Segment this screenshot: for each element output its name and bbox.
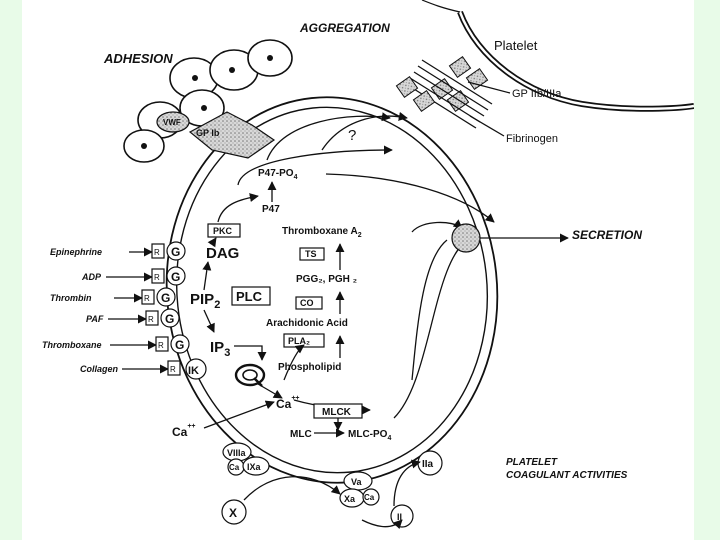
arrow-ca-activates-pla2 <box>283 344 305 381</box>
adhesion-heading: ADHESION <box>103 51 173 66</box>
p47po4-label: P47-PO4 <box>258 168 298 181</box>
svg-text:VIIIa: VIIIa <box>227 448 247 458</box>
ca-extracellular-label: Ca++ <box>172 423 196 439</box>
co-box <box>295 296 323 310</box>
factor-x <box>221 499 247 525</box>
agonist-paf: PAF R G <box>86 308 180 328</box>
svg-text:G: G <box>171 270 180 284</box>
svg-text:R: R <box>144 294 150 303</box>
arrow-pkc-to-p47 <box>217 193 259 223</box>
pgg2-pgh2-label: PGG₂, PGH ₂ <box>296 274 357 285</box>
svg-text:G: G <box>175 338 184 352</box>
vwf-molecule <box>156 111 190 133</box>
adjacent-platelet-membrane <box>457 10 694 112</box>
arrow-p47po4-to-secretion <box>325 173 495 223</box>
svg-text:G: G <box>161 291 170 305</box>
coagulant-heading-line2: COAGULANT ACTIVITIES <box>506 470 628 481</box>
factor-iia-label: IIa <box>422 459 434 470</box>
aggregation-heading: AGGREGATION <box>299 21 390 35</box>
gp-ib-label: GP Ib <box>196 128 220 138</box>
arrow-pip2-to-ip3 <box>203 309 215 333</box>
arrow-to-aggregation-2 <box>237 145 393 186</box>
arrow-x-to-xa <box>243 476 341 501</box>
agonist-collagen: Collagen R IK <box>80 358 207 380</box>
coagulant-heading-line1: PLATELET <box>506 457 558 468</box>
thromboxane-a2-label: Thromboxane A2 <box>282 226 362 239</box>
p47-label: P47 <box>262 204 280 215</box>
mlcpo4-label: MLC-PO4 <box>348 429 391 442</box>
svg-text:R: R <box>148 315 154 324</box>
arrow-xa-acts-on-ii <box>361 519 403 530</box>
ca-intracellular-label: Ca++ <box>276 395 300 411</box>
diagram-canvas: Platelet GP IIb/IIIa Fibrinogen ADHESION… <box>22 0 694 540</box>
svg-text:ADP: ADP <box>81 272 102 282</box>
platelet-activation-diagram: Platelet GP IIb/IIIa Fibrinogen ADHESION… <box>42 0 694 530</box>
dag-label: DAG <box>206 245 239 262</box>
factor-x-label: X <box>229 506 237 520</box>
svg-text:Ca: Ca <box>364 493 375 502</box>
arrow-ip3-to-store <box>234 345 267 361</box>
svg-text:PAF: PAF <box>86 314 104 324</box>
ts-box <box>299 247 325 261</box>
svg-text:Thrombin: Thrombin <box>50 293 92 303</box>
svg-text:R: R <box>154 273 160 282</box>
agonist-epinephrine: Epinephrine R G <box>50 241 186 261</box>
secretion-heading: SECRETION <box>572 228 642 242</box>
pkc-box <box>207 223 241 238</box>
phospholipid-label: Phospholipid <box>278 362 341 373</box>
svg-text:R: R <box>154 248 160 257</box>
arrow-mlc-to-secretion <box>393 237 471 419</box>
co-label: CO <box>300 298 314 308</box>
unknown-link-mark: ? <box>348 127 356 144</box>
gp-iib-iiia-label: GP IIb/IIIa <box>512 88 562 100</box>
arrow-ca-influx <box>203 400 275 429</box>
svg-text:Va: Va <box>351 477 363 487</box>
svg-text:Thromboxane: Thromboxane <box>42 340 102 350</box>
svg-text:R: R <box>158 341 164 350</box>
svg-text:G: G <box>171 245 180 259</box>
svg-text:Ca: Ca <box>229 463 240 472</box>
platelet-membrane-inner <box>175 106 489 474</box>
arrow-pip2-to-dag <box>202 261 212 291</box>
svg-text:G: G <box>165 312 174 326</box>
agonist-thromboxane: Thromboxane R G <box>42 334 190 354</box>
arrow-store-to-ca <box>257 383 283 399</box>
plc-enzyme-box <box>231 286 271 306</box>
mlck-label: MLCK <box>322 407 352 418</box>
factor-ii-label: II <box>397 512 402 522</box>
arrow-ii-to-iia <box>393 459 421 507</box>
svg-text:Epinephrine: Epinephrine <box>50 247 102 257</box>
arrow-dag-to-pkc <box>207 237 217 248</box>
svg-text:IXa: IXa <box>247 462 262 472</box>
secretory-granule <box>451 223 481 253</box>
gp-ib-receptor <box>188 111 276 159</box>
ip3-label: IP3 <box>210 339 230 359</box>
svg-text:Xa: Xa <box>344 494 356 504</box>
factor-va-complex: Va Xa Ca <box>339 471 380 508</box>
pla2-label: PLA₂ <box>288 336 310 346</box>
plc-label: PLC <box>236 289 263 304</box>
fibrinogen-label: Fibrinogen <box>506 133 558 145</box>
svg-text:Collagen: Collagen <box>80 364 119 374</box>
svg-text:IK: IK <box>188 365 199 377</box>
pkc-label: PKC <box>213 226 233 236</box>
arachidonic-acid-label: Arachidonic Acid <box>266 318 348 329</box>
svg-text:R: R <box>170 365 176 374</box>
mlc-label: MLC <box>290 429 312 440</box>
arrow-to-gp-iib-iiia <box>321 111 408 151</box>
subendothelial-cells <box>123 39 293 163</box>
vwf-label: VWF <box>163 118 181 127</box>
granule-contour <box>411 239 448 381</box>
gp-iib-iiia-receptor <box>395 75 436 113</box>
factor-viiia-complex: VIIIa Ca IXa <box>222 442 270 476</box>
agonist-thrombin: Thrombin R G <box>50 287 176 307</box>
pip2-label: PIP2 <box>190 291 220 311</box>
platelet-label: Platelet <box>494 38 538 53</box>
agonist-adp: ADP R G <box>81 266 186 286</box>
fibrinogen-bridge <box>405 59 493 129</box>
ts-label: TS <box>305 249 317 259</box>
